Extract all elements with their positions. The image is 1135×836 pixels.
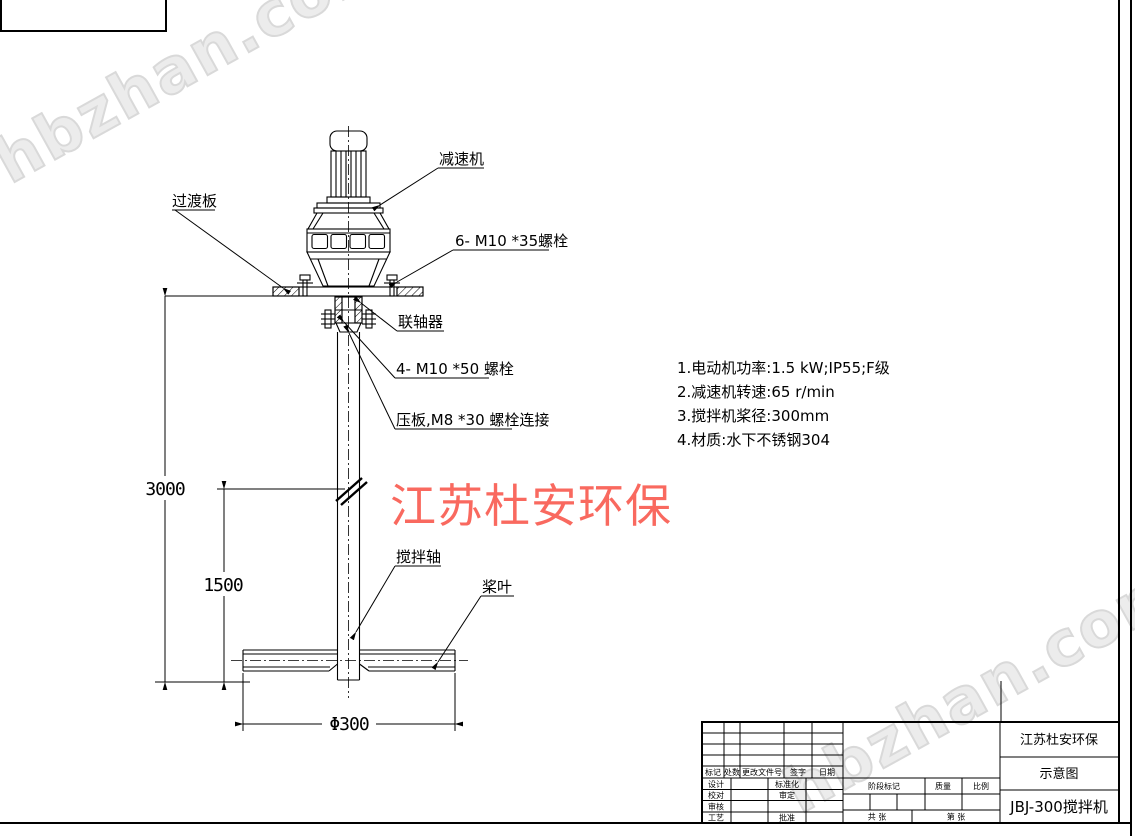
dim-total-height: 3000 — [145, 479, 185, 500]
shaft — [335, 332, 368, 681]
tb-sign-label: 审核 — [708, 802, 724, 812]
label-transition-plate: 过渡板 — [172, 192, 217, 210]
tb-rev-col: 处数 — [724, 767, 740, 777]
note-line: 2.减速机转速:65 r/min — [677, 383, 835, 401]
tb-mass-label: 质量 — [935, 781, 951, 791]
label-bolts-coupling: 4- M10 *50 螺栓 — [396, 360, 514, 378]
tb-sign-label: 设计 — [708, 779, 724, 789]
tb-sign-label: 工艺 — [708, 814, 724, 823]
tb-rev-col: 签字 — [790, 767, 806, 777]
label-mixing-shaft: 搅拌轴 — [396, 548, 441, 566]
dim-blade-diameter: Φ300 — [329, 714, 369, 735]
tb-sign-label: 校对 — [708, 790, 724, 800]
tb-model: JBJ-300搅拌机 — [1009, 798, 1108, 816]
tb-sheet-total: 共 张 — [868, 813, 887, 822]
tb-sign-label2: 标准化 — [775, 779, 799, 789]
notes-block: 1.电动机功率:1.5 kW;IP55;F级 2.减速机转速:65 r/min … — [677, 359, 890, 449]
leaders — [172, 167, 549, 671]
label-clamp-plate: 压板,M8 *30 螺栓连接 — [396, 411, 549, 429]
shaft-break-mark — [340, 481, 368, 506]
label-reducer: 减速机 — [439, 150, 484, 168]
clamp-plate — [335, 322, 362, 333]
tb-sign-label2: 批准 — [779, 813, 795, 823]
note-line: 3.搅拌机桨径:300mm — [677, 407, 829, 425]
tb-sheet-index: 第 张 — [947, 812, 966, 822]
tb-rev-col: 日期 — [819, 768, 835, 777]
tb-doc-type: 示意图 — [1039, 766, 1078, 782]
tb-stage-label: 阶段标记 — [868, 781, 900, 791]
mixer-assembly — [165, 126, 468, 698]
dim-blade-height: 1500 — [203, 575, 243, 596]
dimensions — [142, 287, 464, 734]
paddle — [231, 649, 468, 672]
label-blade: 桨叶 — [482, 578, 512, 596]
transition-plate — [165, 286, 424, 297]
title-block — [701, 681, 1120, 824]
note-line: 4.材质:水下不锈钢304 — [677, 431, 830, 449]
tb-rev-col: 标记 — [705, 767, 721, 777]
tb-company: 江苏杜安环保 — [1020, 732, 1098, 748]
tb-rev-col: 更改文件号 — [742, 767, 782, 777]
label-coupling: 联轴器 — [398, 313, 443, 331]
label-bolts-top: 6- M10 *35螺栓 — [455, 232, 568, 250]
tb-sign-label2: 审定 — [779, 790, 795, 800]
reducer — [306, 202, 391, 287]
tb-scale-label: 比例 — [973, 781, 989, 791]
shaft-break-mark — [335, 477, 363, 502]
note-line: 1.电动机功率:1.5 kW;IP55;F级 — [677, 359, 890, 377]
corner-box — [0, 0, 167, 32]
